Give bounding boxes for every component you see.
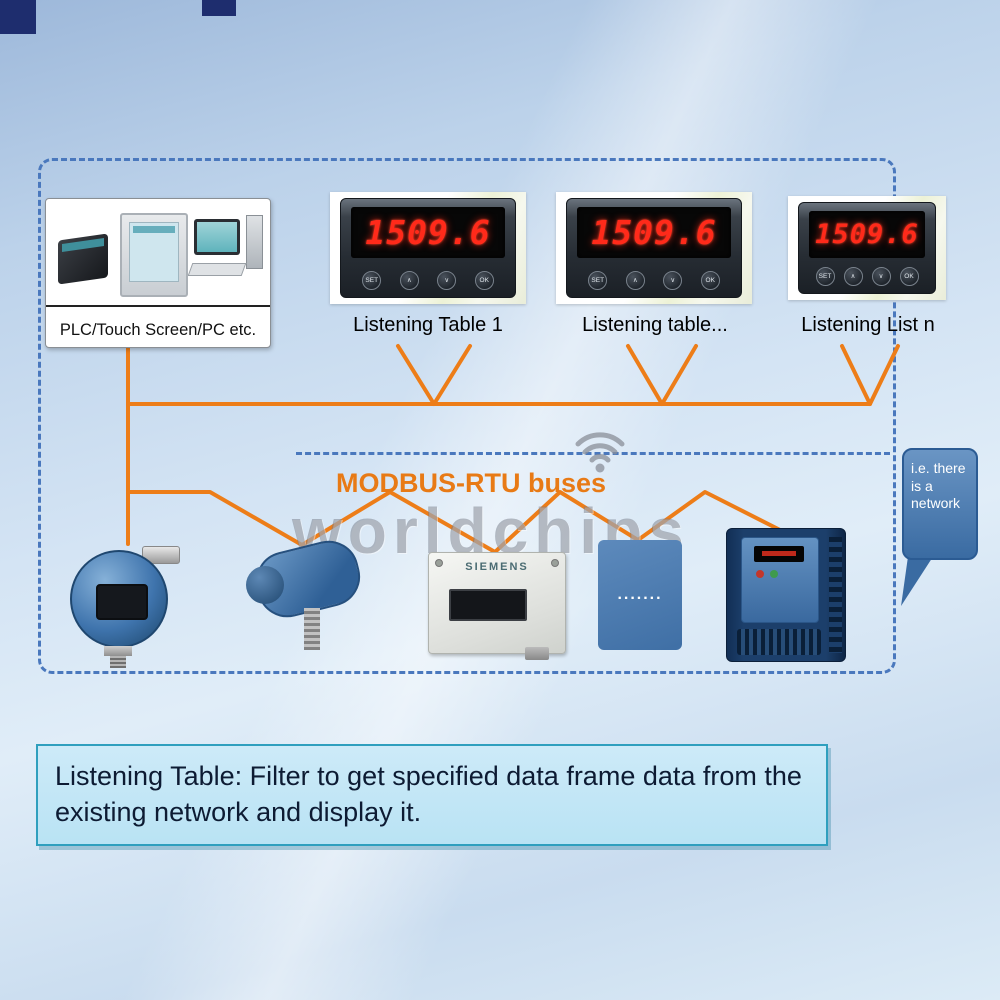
transmitter-thread bbox=[110, 656, 126, 668]
pressure-transmitter-1 bbox=[66, 540, 186, 668]
pressure-transmitter-2 bbox=[246, 524, 368, 654]
sensor-port bbox=[525, 647, 549, 660]
meter-body: 1509.6 SET ∧ ∨ OK bbox=[340, 198, 516, 298]
plc-box-divider bbox=[46, 305, 270, 307]
network-dashed-frame bbox=[38, 158, 896, 674]
transmitter-neck bbox=[104, 646, 132, 656]
listening-meter-2: 1509.6 SET ∧ ∨ OK bbox=[556, 192, 752, 304]
ok-button: OK bbox=[899, 266, 919, 286]
plc-group-box: PLC/Touch Screen/PC etc. bbox=[45, 198, 271, 348]
touch-screen-header bbox=[133, 226, 175, 233]
touch-screen-display bbox=[129, 222, 179, 282]
meter3-v-link bbox=[840, 344, 900, 406]
set-button: SET bbox=[588, 270, 608, 290]
plc-icon-strip bbox=[62, 238, 104, 252]
pc-keyboard-icon bbox=[187, 263, 247, 276]
screw-icon bbox=[551, 559, 559, 567]
ok-button: OK bbox=[474, 270, 494, 290]
cable-gland bbox=[142, 546, 180, 564]
meter-display: 1509.6 bbox=[809, 211, 925, 258]
meter-3-label: Listening List n bbox=[801, 314, 935, 336]
meter-reading: 1509.6 bbox=[365, 212, 491, 252]
siemens-sensor: SIEMENS bbox=[428, 552, 566, 660]
up-button: ∧ bbox=[399, 270, 419, 290]
siemens-brand-label: SIEMENS bbox=[465, 561, 529, 573]
meter-1-label: Listening Table 1 bbox=[353, 314, 503, 336]
meter-display: 1509.6 bbox=[351, 207, 505, 258]
bus-label: MODBUS-RTU buses bbox=[336, 468, 607, 498]
transmitter-head bbox=[70, 550, 168, 648]
transmitter-display bbox=[96, 584, 148, 620]
vfd-heatsink bbox=[829, 537, 842, 653]
vfd-vents bbox=[737, 629, 821, 655]
meter-buttons: SET ∧ ∨ OK bbox=[579, 269, 729, 291]
pc-tower-icon bbox=[246, 215, 263, 269]
meter-buttons: SET ∧ ∨ OK bbox=[353, 269, 503, 291]
up-button: ∧ bbox=[625, 270, 645, 290]
down-button: ∨ bbox=[663, 270, 683, 290]
down-button: ∨ bbox=[871, 266, 891, 286]
corner-artifact bbox=[0, 0, 36, 34]
plc-icon bbox=[58, 233, 108, 285]
screw-icon bbox=[435, 559, 443, 567]
touch-screen-icon bbox=[120, 213, 188, 297]
corner-artifact-small bbox=[202, 0, 236, 16]
meter-reading: 1509.6 bbox=[591, 212, 717, 252]
footer-note: Listening Table: Filter to get specified… bbox=[36, 744, 828, 846]
set-button: SET bbox=[815, 266, 835, 286]
up-button: ∧ bbox=[843, 266, 863, 286]
pc-monitor-icon bbox=[194, 219, 240, 255]
wifi-icon bbox=[575, 432, 625, 473]
vfd-stop-button bbox=[756, 570, 764, 578]
sensor-display bbox=[449, 589, 527, 621]
transmitter-stem bbox=[304, 608, 320, 650]
vfd-drive bbox=[726, 528, 846, 662]
transmitter-cap bbox=[246, 566, 284, 604]
more-devices-box: ....... bbox=[598, 540, 682, 650]
down-button: ∨ bbox=[437, 270, 457, 290]
vfd-run-button bbox=[770, 570, 778, 578]
network-note-bubble: i.e. there is a network bbox=[902, 448, 978, 560]
pc-screen bbox=[197, 222, 237, 252]
vfd-front-panel bbox=[741, 537, 819, 623]
meter-buttons: SET ∧ ∨ OK bbox=[811, 265, 923, 287]
meter1-v-link bbox=[396, 344, 472, 406]
listening-group-divider bbox=[296, 452, 890, 455]
listening-meter-3: 1509.6 SET ∧ ∨ OK bbox=[788, 196, 946, 300]
listening-meter-1: 1509.6 SET ∧ ∨ OK bbox=[330, 192, 526, 304]
set-button: SET bbox=[362, 270, 382, 290]
meter-reading: 1509.6 bbox=[815, 218, 919, 250]
meter-body: 1509.6 SET ∧ ∨ OK bbox=[566, 198, 742, 298]
meter-display: 1509.6 bbox=[577, 207, 731, 258]
meter-2-label: Listening table... bbox=[582, 314, 728, 336]
ok-button: OK bbox=[700, 270, 720, 290]
meter2-v-link bbox=[626, 344, 698, 406]
vfd-display bbox=[754, 546, 804, 562]
plc-group-label: PLC/Touch Screen/PC etc. bbox=[59, 321, 257, 339]
meter-body: 1509.6 SET ∧ ∨ OK bbox=[798, 202, 936, 294]
vfd-display-digits bbox=[762, 551, 796, 556]
